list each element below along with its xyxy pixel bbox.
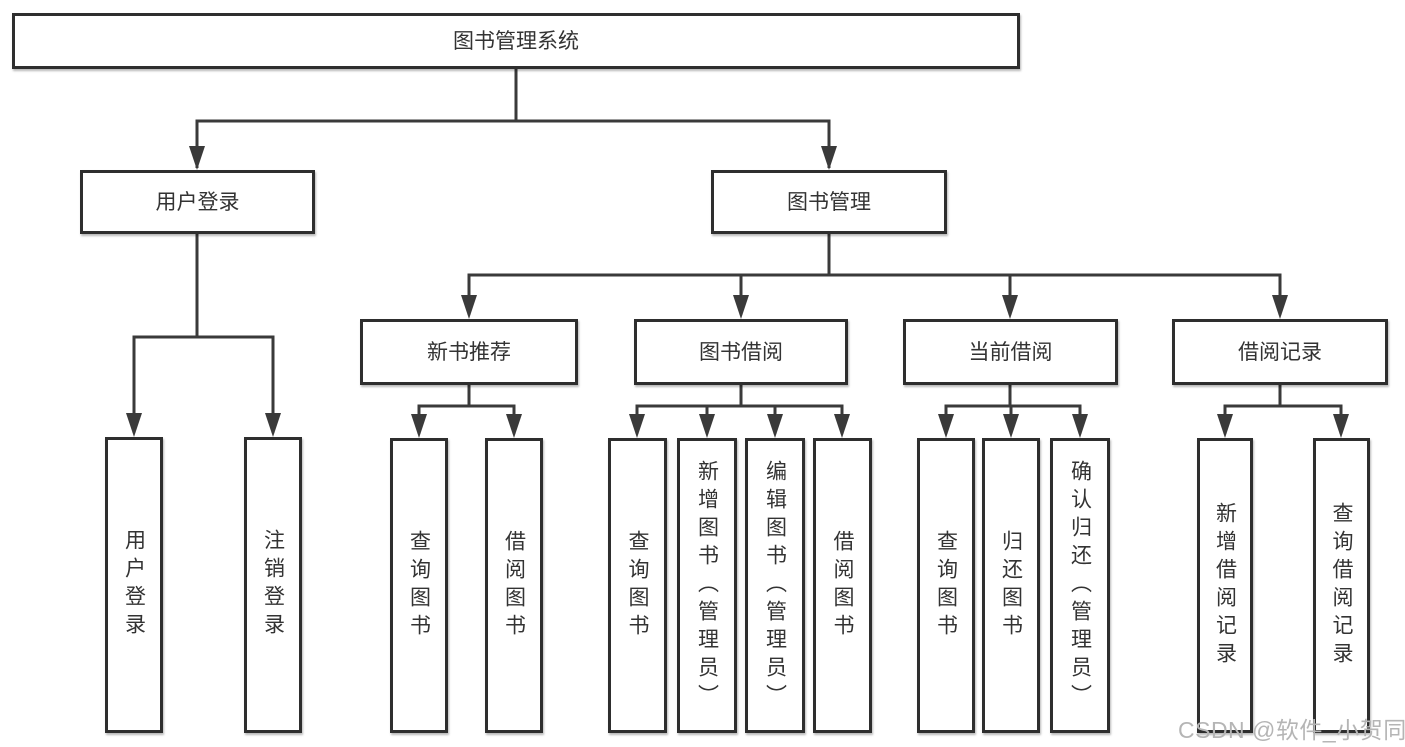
leaf-current-query-books: 查询图书 [917, 438, 975, 733]
arrowheads [126, 146, 1349, 438]
csdn-watermark: CSDN @软件_小贺同学 [1178, 717, 1405, 743]
node-borrowing-records: 借阅记录 [1172, 319, 1388, 385]
leaf-current-confirm-return-admin: 确认归还（管理员） [1050, 438, 1110, 733]
leaf-newbooks-borrow-books: 借阅图书 [485, 438, 543, 733]
leaf-borrowing-add-books-admin: 新增图书（管理员） [677, 438, 737, 733]
node-root: 图书管理系统 [12, 13, 1020, 69]
leaf-borrowing-edit-books-admin: 编辑图书（管理员） [745, 438, 805, 733]
node-book-management: 图书管理 [711, 170, 947, 234]
leaf-records-add-record: 新增借阅记录 [1197, 438, 1253, 733]
node-book-borrowing: 图书借阅 [634, 319, 848, 385]
node-user-login: 用户登录 [80, 170, 315, 234]
node-current-borrowing: 当前借阅 [903, 319, 1118, 385]
leaf-borrowing-borrow-books: 借阅图书 [813, 438, 872, 733]
leaf-user-login: 用户登录 [105, 437, 163, 733]
leaf-newbooks-query-books: 查询图书 [390, 438, 448, 733]
leaf-current-return-books: 归还图书 [982, 438, 1040, 733]
leaf-records-query-record: 查询借阅记录 [1313, 438, 1370, 733]
leaf-borrowing-query-books: 查询图书 [608, 438, 667, 733]
node-new-book-recommend: 新书推荐 [360, 319, 578, 385]
leaf-logout: 注销登录 [244, 437, 302, 733]
